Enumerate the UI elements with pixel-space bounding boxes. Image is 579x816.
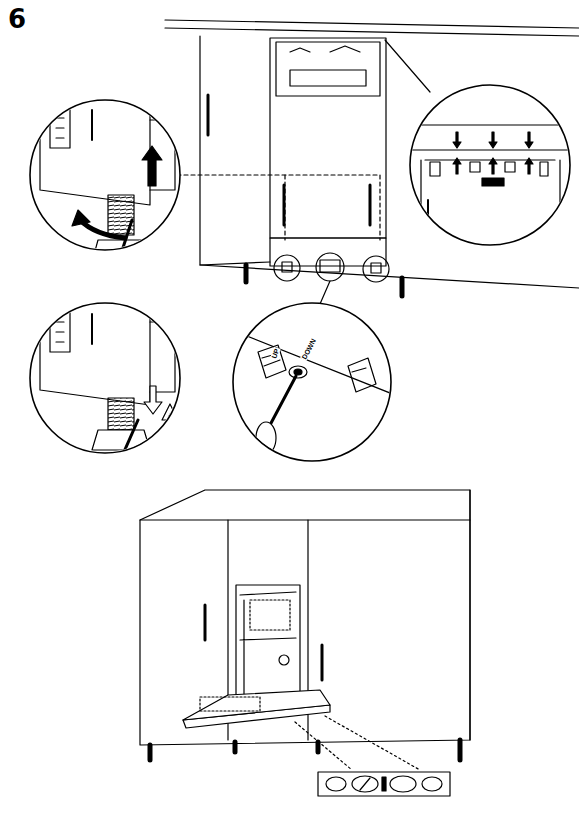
- spirit-level: [318, 772, 450, 796]
- foot-raise-detail: [40, 100, 175, 324]
- cabinet-top-view: [165, 20, 579, 304]
- foot-lower-detail: [40, 305, 178, 470]
- step-number: 6: [8, 6, 26, 32]
- top-gap-detail: [405, 125, 575, 240]
- open-dishwasher: [140, 490, 470, 770]
- rear-screw-detail: [232, 330, 395, 454]
